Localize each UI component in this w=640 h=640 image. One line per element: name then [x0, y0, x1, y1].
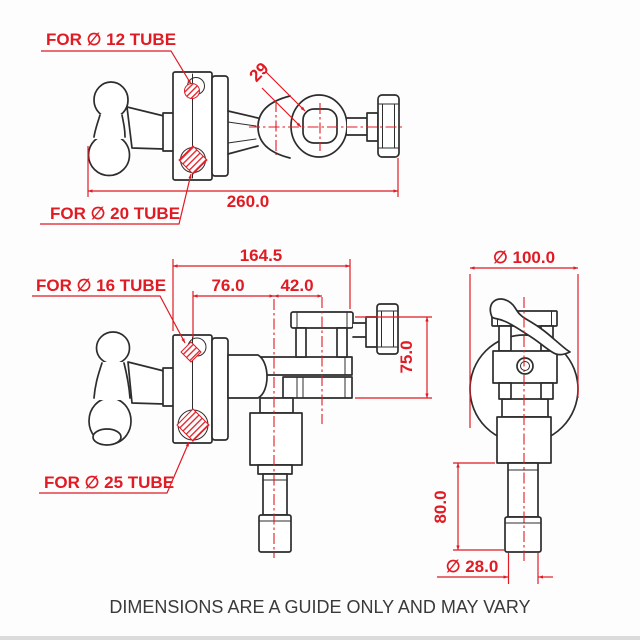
page-bottom-edge [0, 636, 640, 640]
spigot-neck [259, 397, 294, 414]
hole-12-hatch [184, 83, 200, 99]
clamp-bolt [516, 357, 534, 375]
dim-hole-across: 29 [246, 59, 273, 86]
label-for-12-tube: FOR ∅ 12 TUBE [46, 30, 176, 49]
footer-disclaimer: DIMENSIONS ARE A GUIDE ONLY AND MAY VARY [109, 597, 530, 617]
t-handle-waist-2 [92, 362, 129, 400]
grip-body-flange [211, 75, 229, 177]
bracket-lower-bar [282, 376, 353, 399]
dim-29-line-b [261, 87, 302, 128]
locking-knob [377, 94, 400, 158]
t-handle-top-ball [93, 81, 129, 119]
spigot-pin-2 [507, 462, 539, 518]
spigot-tip [258, 514, 292, 553]
hole-25-hatch [176, 408, 210, 442]
hub-block [227, 354, 268, 399]
leader-16-tube [32, 295, 186, 344]
knob-stem-fill-2 [353, 323, 367, 337]
label-for-25-tube: FOR ∅ 25 TUBE [44, 473, 174, 492]
spigot-block [249, 412, 303, 466]
clamp-leg-left [498, 382, 512, 400]
fork-arm-lower-inner [227, 138, 257, 144]
grip-body-flange-2 [211, 337, 229, 441]
dim-overall-length: 260.0 [227, 192, 270, 211]
fork-arm-upper [227, 110, 259, 119]
dim-spigot-diameter: ∅ 28.0 [446, 557, 499, 576]
t-handle-top-ball-2 [95, 331, 131, 365]
dim-overall-width: 164.5 [240, 246, 283, 265]
dim-spigot-length: 80.0 [431, 490, 450, 523]
spigot-pin [262, 473, 288, 516]
t-handle-end-cap [92, 428, 122, 446]
clamp-bolt-inner [520, 361, 530, 371]
t-handle-waist2-left [93, 362, 103, 399]
t-handle-bottom-ball [87, 133, 131, 177]
view-end-elevation: ∅ 100.0 80.0 ∅ 28.0 [431, 248, 579, 584]
dim-head-diameter: ∅ 100.0 [493, 248, 555, 267]
spigot-tip-2 [504, 516, 542, 553]
t-handle-waist [93, 114, 126, 139]
bracket-post-right [336, 327, 348, 358]
label-for-16-tube: FOR ∅ 16 TUBE [36, 276, 166, 295]
label-for-20-tube: FOR ∅ 20 TUBE [50, 204, 180, 223]
knob-collar-2 [365, 316, 378, 348]
spigot-neck-2 [501, 398, 549, 418]
t-handle-waist-right [121, 114, 126, 138]
dim-29-line-a [265, 71, 306, 112]
leader-12-tube [41, 50, 192, 85]
t-handle-waist2-right [123, 362, 131, 399]
view-front-elevation: 164.5 76.0 42.0 75.0 FOR ∅ 16 TUBE FOR ∅… [32, 246, 432, 558]
clamp-leg-right [540, 382, 554, 400]
t-handle-waist-left [93, 114, 101, 138]
hole-20-hatch [178, 145, 208, 175]
dim-left-span: 76.0 [211, 276, 244, 295]
clamp-lever [489, 298, 571, 356]
bracket-post-left [295, 327, 307, 358]
spigot-step [257, 464, 293, 475]
hole-16-hatch [180, 341, 202, 363]
dim-bracket-height: 75.0 [397, 340, 416, 373]
handle-arm-2 [127, 361, 165, 405]
bracket-upper-bar [255, 356, 353, 376]
leader-20-tube [40, 173, 192, 225]
handle-arm [126, 106, 165, 150]
fork-arm-upper-inner [227, 121, 257, 127]
dim-right-span: 42.0 [280, 276, 313, 295]
leader-25-tube [39, 441, 190, 494]
clamp-post-left [498, 325, 512, 352]
view-side-elevation: 29 260.0 FOR ∅ 12 TUBE FOR ∅ 20 TUBE [40, 30, 403, 225]
fork-arm-lower [227, 145, 259, 155]
